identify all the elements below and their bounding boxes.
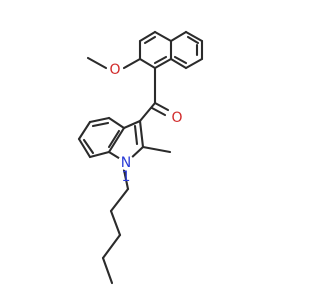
bond-b-1	[107, 116, 126, 130]
naphthalene-rings	[138, 30, 204, 70]
pentyl-chain	[101, 168, 130, 285]
bond-n-k	[169, 57, 188, 70]
atom-nitrogen-indole: N 1	[118, 154, 134, 185]
bond-i-c3a-c7a	[107, 126, 126, 154]
bond-methyl-o	[86, 56, 108, 70]
atom-oxygen-carbonyl: O	[169, 109, 185, 126]
bond-p-4	[101, 233, 122, 260]
bond-b-double-3	[107, 129, 121, 149]
bond-p-3	[109, 209, 122, 237]
bond-n-b-c	[138, 30, 157, 43]
bond-n-j	[184, 57, 204, 70]
carbonyl-group	[138, 66, 170, 123]
bond-c2-methyl	[141, 145, 172, 154]
bond-p-1	[122, 168, 130, 191]
bond-o-naphthyl	[122, 57, 142, 70]
bond-carbonyl-o-2	[150, 106, 167, 117]
bond-n-double-2	[153, 55, 168, 65]
bond-i-c3-c2	[138, 119, 145, 149]
bond-n-c-d	[153, 30, 173, 43]
bond-b-double-2	[82, 138, 95, 155]
indole-rings	[77, 116, 145, 162]
nitrogen-label: N	[121, 155, 131, 171]
bond-carbonyl-indole	[138, 101, 157, 123]
methoxy-group	[86, 56, 142, 70]
bond-i-c3-c2-double	[133, 124, 139, 146]
bond-p-2	[109, 187, 130, 213]
bond-i-c3-c3a	[122, 119, 142, 130]
oxygen-carbonyl-label: O	[171, 110, 182, 126]
bond-b-2	[88, 116, 111, 124]
bond-b-5	[88, 150, 111, 159]
molecule-structure-diagram: O O N 1	[77, 30, 204, 285]
bond-b-3	[77, 120, 92, 141]
bond-b-double-1	[91, 121, 110, 128]
oxygen-methoxy-label: O	[109, 62, 120, 78]
bond-n-e-f	[153, 57, 173, 70]
bond-carbonyl-o-1	[153, 101, 170, 112]
bond-p-5	[101, 256, 114, 285]
bond-b-4	[77, 137, 92, 159]
bond-n-double-3	[186, 35, 200, 45]
bond-n-h	[184, 30, 204, 43]
bond-n-double-5	[173, 55, 188, 65]
atom-oxygen-methoxy: O	[107, 61, 123, 78]
bond-n-double-1	[143, 35, 157, 45]
nitrogen-locant-label: 1	[122, 169, 131, 185]
bond-n-g	[169, 30, 188, 43]
bond-n-f-a	[138, 57, 157, 70]
